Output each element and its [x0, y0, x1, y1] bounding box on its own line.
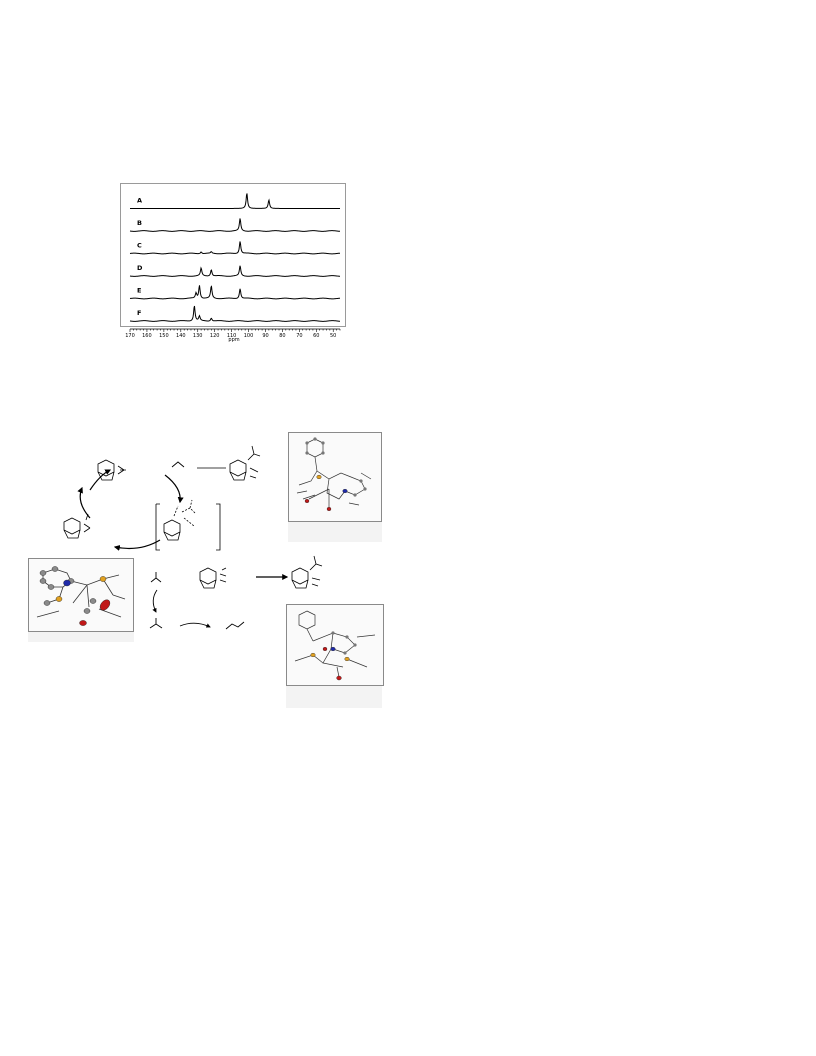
- x-tick-label: 150: [159, 333, 169, 339]
- crystal-structure-left: [28, 558, 134, 632]
- x-tick-label: 110: [227, 333, 237, 339]
- spectrum-trace-a: [130, 193, 340, 209]
- tbu-fragment: [150, 572, 162, 583]
- pincer-complex-top-right: [229, 445, 261, 481]
- atom-n: [342, 489, 348, 494]
- crystal-structure-bottom-right: [286, 604, 384, 686]
- spectra-group: A B C D E F: [129, 193, 341, 322]
- atom-o-left: [304, 498, 310, 503]
- spectrum-trace-f: [129, 305, 341, 322]
- spectrum-label-b: B: [137, 219, 142, 227]
- chart-frame: [120, 183, 346, 327]
- transition-state-complex: [155, 499, 221, 551]
- product-fragment: [149, 618, 163, 629]
- pincer-complex-left: [63, 513, 91, 539]
- atom-o-bottom: [326, 506, 332, 511]
- atom-p-right: [344, 657, 350, 662]
- x-tick-label: 100: [244, 333, 254, 339]
- x-tick-label: 160: [142, 333, 152, 339]
- x-tick-label: 130: [193, 333, 203, 339]
- pincer-complex-center: [199, 567, 227, 589]
- cycle-arrow-right: [164, 474, 184, 504]
- alkene-product: [225, 621, 245, 630]
- spectrum-trace-c: [129, 241, 341, 255]
- atom-p-left: [310, 653, 316, 658]
- atom-p-right: [99, 576, 107, 582]
- atom-n: [330, 647, 336, 652]
- atom-o-bottom: [336, 675, 342, 681]
- down-arrow: [152, 589, 158, 613]
- x-tick-label: 140: [176, 333, 186, 339]
- x-tick-label: 170: [125, 333, 135, 339]
- x-tick-label: 60: [313, 333, 319, 339]
- cycle-arrow-bottom: [113, 539, 161, 551]
- pincer-complex-right: [291, 555, 323, 589]
- spectrum-label-a: A: [137, 197, 142, 205]
- x-axis-label: ppm: [228, 337, 239, 343]
- x-tick-label: 90: [262, 333, 268, 339]
- x-tick-label: 80: [279, 333, 285, 339]
- elimination-arrow: [179, 622, 211, 628]
- atom-o-right: [99, 599, 111, 611]
- nmr-stacked-spectra-chart: A B C D E F 170 160 150 140 130 120 110 100 90 80 70 60 5…: [120, 183, 346, 343]
- x-tick-label: 120: [210, 333, 220, 339]
- spectrum-trace-b: [129, 218, 341, 232]
- spectrum-label-c: C: [137, 242, 142, 250]
- atom-o-top: [322, 647, 328, 652]
- atom-p-top: [316, 475, 322, 480]
- x-tick-label: 50: [330, 333, 336, 339]
- x-axis: 170 160 150 140 130 120 110 100 90 80 70 60 50: [125, 328, 341, 339]
- spectrum-trace-d: [129, 265, 341, 277]
- spectrum-label-e: E: [137, 287, 141, 295]
- cycle-arrow-top: [89, 469, 112, 491]
- cycle-arrow-left: [77, 486, 91, 519]
- x-tick-label: 70: [296, 333, 302, 339]
- atom-p-left: [55, 596, 63, 602]
- alkyne-fragment-top: [171, 461, 185, 468]
- atom-o-bottom: [79, 620, 87, 626]
- catalytic-cycle-scheme: [63, 445, 323, 630]
- spectrum-trace-e: [129, 285, 341, 300]
- crystal-structure-top-right: [288, 432, 382, 522]
- pincer-complex-top-left: [97, 459, 126, 481]
- spectrum-label-f: F: [137, 309, 141, 317]
- spectrum-label-d: D: [137, 264, 143, 272]
- atom-n: [63, 579, 71, 587]
